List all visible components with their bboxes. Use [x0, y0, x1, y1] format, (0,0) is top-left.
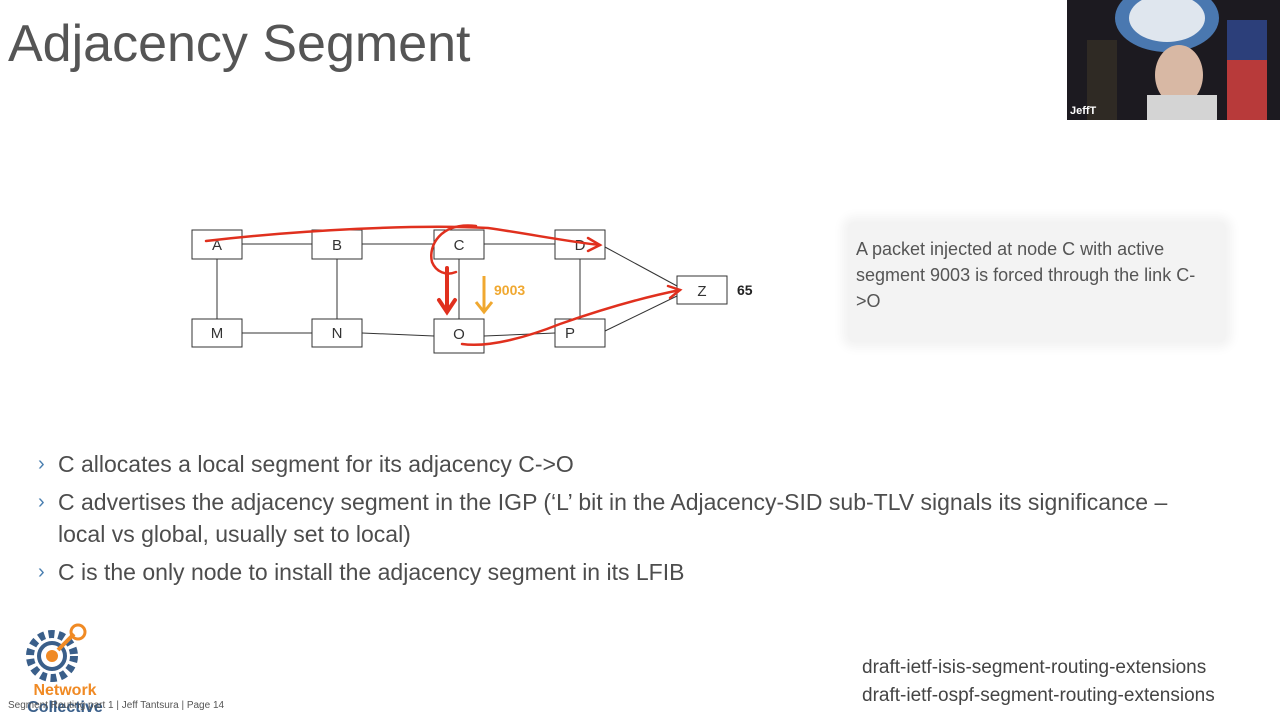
- network-collective-logo: Network Collective: [10, 620, 120, 716]
- bullet-text: C is the only node to install the adjace…: [58, 559, 685, 585]
- logo-line-1: Network: [33, 682, 97, 699]
- bullet-text: C allocates a local segment for its adja…: [58, 451, 574, 477]
- node-o-label: O: [453, 326, 465, 343]
- segment-label: 9003: [494, 282, 525, 298]
- node-c-label: C: [454, 237, 465, 254]
- node-a-label: A: [212, 237, 222, 254]
- chevron-right-icon: ›: [38, 453, 45, 475]
- bullet-text: C advertises the adjacency segment in th…: [58, 489, 1168, 547]
- link-o-p: [483, 332, 556, 337]
- node-z-label: Z: [697, 283, 706, 300]
- segment-arrow-icon: [474, 276, 494, 315]
- callout-text: A packet injected at node C with active …: [856, 239, 1196, 311]
- node-o-box: [433, 318, 485, 354]
- node-a-box: [191, 229, 243, 260]
- participant-name: JeffT: [1070, 105, 1097, 117]
- links: [216, 243, 678, 337]
- node-m-box: [191, 318, 243, 348]
- chevron-right-icon: ›: [38, 561, 45, 583]
- logo-line-2: Collective: [27, 699, 103, 716]
- gear-icon: [26, 623, 87, 682]
- node-n-label: N: [332, 325, 343, 342]
- node-d-label: D: [575, 237, 586, 254]
- node-z-sid-label: 65: [737, 282, 753, 298]
- webcam-video[interactable]: JeffT: [1067, 0, 1280, 120]
- callout-box: A packet injected at node C with active …: [848, 222, 1226, 342]
- node-p-label: P: [565, 325, 575, 342]
- slide-title: Adjacency Segment: [8, 15, 471, 73]
- bullet-list: › C allocates a local segment for its ad…: [38, 448, 1218, 594]
- node-m-label: M: [211, 325, 224, 342]
- references: draft-ietf-isis-segment-routing-extensio…: [862, 654, 1215, 710]
- link-n-o: [361, 332, 435, 337]
- reference-ospf: draft-ietf-ospf-segment-routing-extensio…: [862, 685, 1215, 706]
- node-n-box: [311, 318, 363, 348]
- presenter-video-frame: [1067, 0, 1280, 120]
- slide-footer: Segment Routing part 1 | Jeff Tantsura |…: [8, 700, 225, 711]
- node-b-label: B: [332, 237, 342, 254]
- bullet-item: › C allocates a local segment for its ad…: [38, 448, 1218, 480]
- link-d-z: [604, 246, 678, 287]
- bullet-item: › C advertises the adjacency segment in …: [38, 486, 1218, 550]
- reference-isis: draft-ietf-isis-segment-routing-extensio…: [862, 657, 1207, 678]
- red-annotation: [204, 224, 683, 346]
- link-p-z: [604, 295, 678, 332]
- chevron-right-icon: ›: [38, 491, 45, 513]
- node-z-box: [676, 275, 728, 305]
- bullet-item: › C is the only node to install the adja…: [38, 556, 1218, 588]
